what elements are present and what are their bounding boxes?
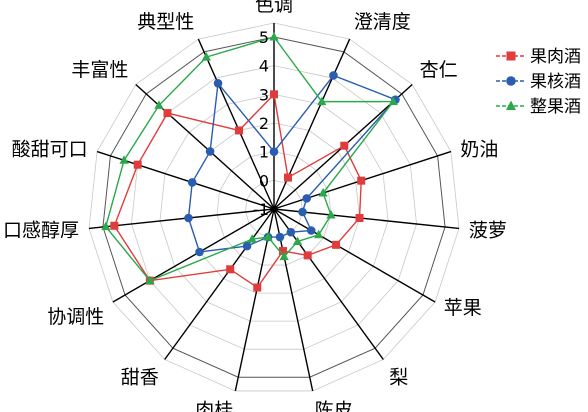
point-0-0 xyxy=(270,90,278,99)
axis-label-5: 苹果 xyxy=(444,297,482,319)
point-1-11 xyxy=(184,213,193,223)
axis-label-9: 甜香 xyxy=(121,367,159,389)
point-0-14 xyxy=(235,126,244,135)
point-0-7 xyxy=(278,247,287,256)
point-2-6 xyxy=(292,236,303,245)
point-0-13 xyxy=(163,109,172,118)
point-2-0 xyxy=(269,32,279,41)
grid-ring-5 xyxy=(102,36,446,378)
point-2-5 xyxy=(314,229,324,239)
point-2-1 xyxy=(317,96,327,106)
point-1-7 xyxy=(275,232,285,242)
axis-label-1: 澄清度 xyxy=(354,11,411,33)
point-0-2 xyxy=(340,141,349,150)
tick-label-2: 1 xyxy=(259,143,269,162)
legend-marker-0 xyxy=(506,51,516,61)
grid-ring-3 xyxy=(159,93,389,322)
axis-label-6: 梨 xyxy=(389,367,408,389)
axis-label-8: 肉桂 xyxy=(195,400,233,412)
series-line-1 xyxy=(187,74,397,253)
axis-label-3: 奶油 xyxy=(460,138,498,160)
radar-tick-labels: -1 0 1 2 3 4 5 xyxy=(253,28,269,219)
axis-label-0: 色调 xyxy=(255,0,293,16)
tick-label-5: 4 xyxy=(259,57,269,76)
radar-grid xyxy=(88,22,460,392)
spoke-10 xyxy=(112,208,275,303)
legend-label-0: 果肉酒 xyxy=(530,47,581,67)
series-line-2 xyxy=(105,36,395,282)
spoke-1 xyxy=(273,38,351,210)
series-2 xyxy=(101,32,398,285)
point-1-6 xyxy=(286,227,296,237)
point-0-8 xyxy=(253,283,262,292)
axis-label-2: 杏仁 xyxy=(420,59,458,81)
point-1-13 xyxy=(205,147,215,156)
grid-ring-outer xyxy=(88,22,460,392)
spoke-5 xyxy=(273,208,436,303)
spoke-9 xyxy=(164,208,275,360)
axis-label-4: 菠萝 xyxy=(469,219,507,241)
tick-label-3: 2 xyxy=(259,114,269,133)
point-2-14 xyxy=(201,52,211,61)
point-0-1 xyxy=(283,173,292,182)
point-0-9 xyxy=(226,265,235,274)
tick-label-4: 3 xyxy=(259,85,269,104)
point-1-1 xyxy=(329,71,338,80)
point-2-4 xyxy=(326,209,336,219)
spoke-11 xyxy=(88,208,275,230)
point-2-11 xyxy=(101,221,111,231)
radar-series xyxy=(101,32,400,292)
point-1-3 xyxy=(302,194,312,203)
legend-label-2: 整果酒 xyxy=(530,97,581,117)
point-0-6 xyxy=(303,251,312,260)
tick-label-6: 5 xyxy=(259,28,269,47)
point-2-3 xyxy=(318,188,328,197)
series-1 xyxy=(184,71,400,257)
tick-label-0: -1 xyxy=(253,200,269,219)
point-1-9 xyxy=(242,241,252,251)
axis-label-13: 丰富性 xyxy=(71,59,128,81)
point-0-12 xyxy=(133,160,142,169)
point-2-12 xyxy=(119,155,129,164)
point-1-4 xyxy=(298,207,307,217)
point-1-10 xyxy=(195,247,204,257)
point-1-5 xyxy=(306,226,316,235)
point-2-8 xyxy=(263,232,273,241)
point-1-12 xyxy=(187,178,197,187)
legend-marker-1 xyxy=(506,76,516,86)
legend-marker-2 xyxy=(506,100,516,110)
axis-label-10: 协调性 xyxy=(47,306,104,328)
legend-label-1: 果核酒 xyxy=(530,72,581,92)
point-0-5 xyxy=(332,240,341,249)
axis-label-12: 酸甜可口 xyxy=(12,138,88,160)
point-1-14 xyxy=(213,78,223,88)
axis-label-14: 典型性 xyxy=(137,11,194,33)
point-2-13 xyxy=(154,100,164,109)
point-2-10 xyxy=(145,275,155,285)
point-0-3 xyxy=(357,176,366,185)
point-2-2 xyxy=(388,96,398,106)
point-2-7 xyxy=(279,251,289,261)
axis-label-7: 陈皮 xyxy=(315,400,353,412)
spoke-13 xyxy=(135,84,275,210)
series-line-0 xyxy=(113,92,362,289)
point-2-9 xyxy=(247,234,257,243)
point-1-0 xyxy=(269,147,279,156)
axis-label-11: 口感醇厚 xyxy=(3,219,79,241)
tick-label-1: 0 xyxy=(259,171,269,190)
point-0-11 xyxy=(110,221,119,230)
spoke-14 xyxy=(197,38,275,210)
point-0-4 xyxy=(355,213,364,222)
